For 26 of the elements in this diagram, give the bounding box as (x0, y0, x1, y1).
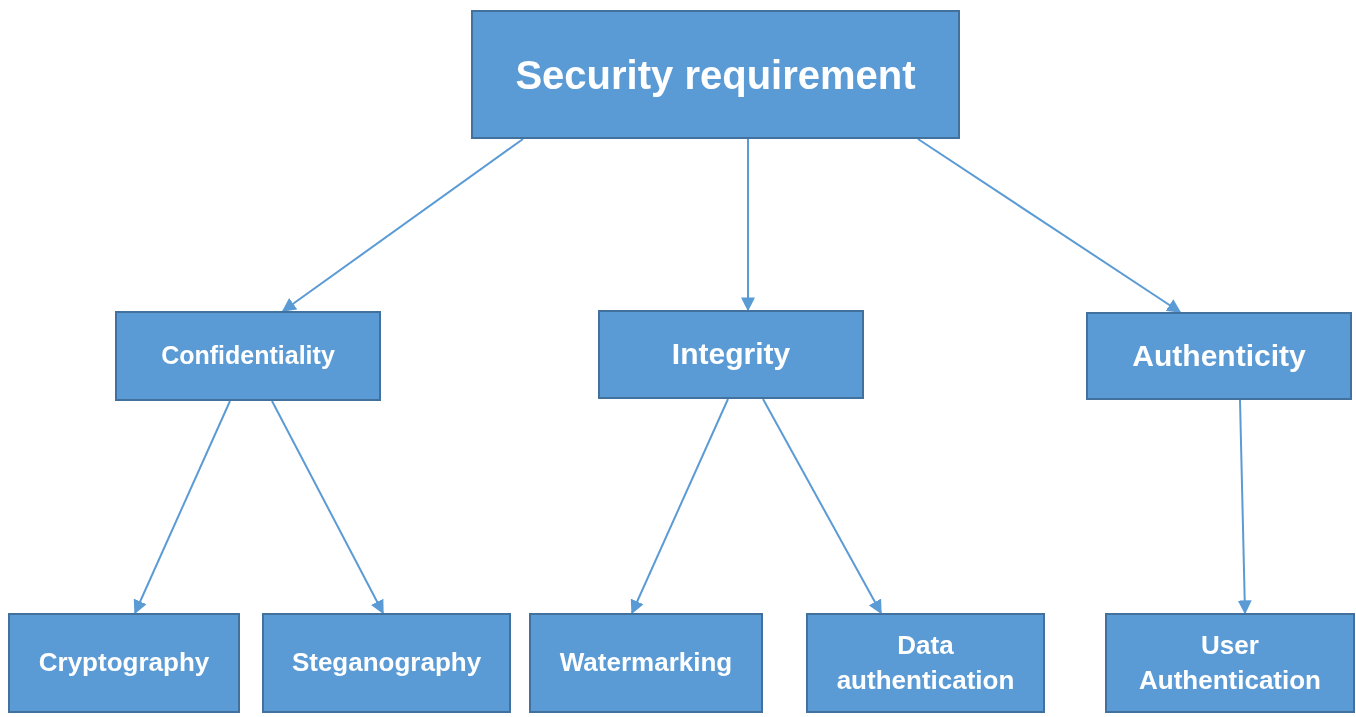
box-label: Watermarking (559, 646, 733, 680)
process-box (1086, 312, 1352, 400)
arrow (281, 138, 524, 312)
process-box (598, 310, 864, 399)
process-box (262, 613, 511, 713)
arrow (741, 138, 755, 312)
process-box (1105, 613, 1355, 713)
box-label: Integrity (671, 336, 791, 373)
box-label: Steganography (291, 646, 482, 680)
box-label: Authenticity (1132, 337, 1306, 374)
process-box (8, 613, 240, 713)
process-box (529, 613, 763, 713)
box-label: Confidentiality (161, 340, 335, 372)
arrow (271, 400, 384, 615)
process-box (806, 613, 1045, 713)
box-label: Cryptography (38, 646, 210, 680)
process-box (115, 311, 381, 401)
process-box (471, 10, 960, 139)
box-label: Security requirement (515, 51, 916, 99)
arrow (133, 400, 231, 615)
arrow (630, 398, 729, 615)
arrow (762, 398, 882, 615)
box-label: User Authentication (1138, 628, 1322, 697)
arrow (1237, 399, 1252, 615)
box-label: Data authentication (835, 628, 1016, 697)
arrow (917, 138, 1182, 313)
